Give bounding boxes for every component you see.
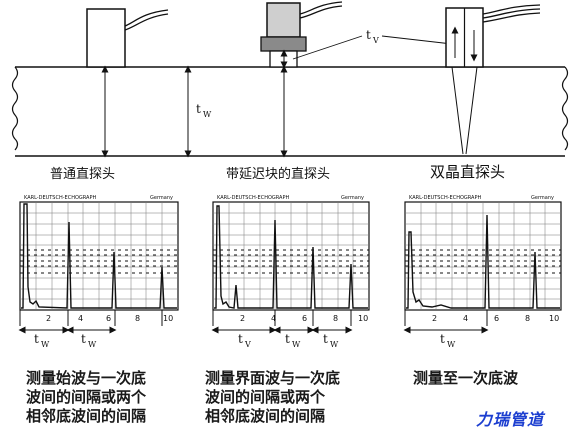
screen-2-tw-2-sub: W: [330, 340, 339, 349]
screen-1-tw-2: t: [81, 332, 86, 346]
caption-2: 测量界面波与一次底 波间的间隔或两个 相邻底波间的间隔: [205, 369, 340, 425]
screen-3-tick-4: 4: [463, 314, 468, 323]
screen-1-tick-2: 2: [46, 314, 51, 323]
screen-3-header-left: KARL-DEUTSCH-ECHOGRAPH: [409, 195, 481, 201]
screen-3: KARL-DEUTSCH-ECHOGRAPH Germany 2 4 6 8 1…: [403, 195, 562, 349]
caption-2-line-2: 波间的间隔或两个: [205, 387, 326, 406]
caption-2-line-1: 测量界面波与一次底: [205, 369, 341, 387]
tw-sub: W: [203, 110, 212, 119]
screen-2-header-right: Germany: [341, 195, 364, 201]
screen-2-tick-2: 2: [240, 314, 245, 323]
screen-1-header-left: KARL-DEUTSCH-ECHOGRAPH: [24, 195, 96, 201]
test-block: [11, 66, 569, 157]
thickness-tw: t W: [184, 65, 212, 158]
screen-2-tv-sub: V: [244, 340, 251, 349]
screen-1-tick-6: 6: [106, 314, 111, 323]
screen-2-header-left: KARL-DEUTSCH-ECHOGRAPH: [217, 195, 289, 201]
screen-3-tw-sub: W: [447, 340, 456, 349]
screen-1-tw-1: t: [34, 332, 39, 346]
caption-3: 测量至一次底波: [413, 369, 518, 388]
screen-3-tw: t: [440, 332, 445, 346]
screen-2: KARL-DEUTSCH-ECHOGRAPH Germany 2 4 6 8 1…: [211, 195, 370, 349]
screen-2-tick-10: 10: [358, 314, 368, 323]
probe-label-normal: 普通直探头: [50, 167, 116, 182]
caption-3-line-1: 测量至一次底波: [413, 369, 519, 387]
screen-1-tick-8: 8: [135, 314, 140, 323]
screen-3-tick-10: 10: [549, 314, 559, 323]
screen-1-tw-2-sub: W: [88, 340, 97, 349]
probe-dual: [445, 4, 541, 155]
screen-3-tick-6: 6: [494, 314, 499, 323]
screen-2-tick-6: 6: [302, 314, 307, 323]
probe-label-dual: 双晶直探头: [430, 163, 506, 181]
caption-1-line-1: 测量始波与一次底: [26, 369, 147, 387]
screen-1-tick-4: 4: [78, 314, 83, 323]
screen-1-tw-1-sub: W: [41, 340, 50, 349]
screen-2-tv: t: [238, 332, 243, 346]
screen-2-tick-4: 4: [271, 314, 276, 323]
caption-1-line-3: 相邻底波间的间隔: [26, 406, 147, 425]
screen-3-header-right: Germany: [531, 195, 554, 201]
screen-3-tick-8: 8: [525, 314, 530, 323]
probe-normal: [86, 8, 169, 158]
screen-2-tick-8: 8: [333, 314, 338, 323]
screen-2-tw-2: t: [323, 332, 328, 346]
screen-2-tw-1: t: [285, 332, 290, 346]
screen-2-tw-1-sub: W: [292, 340, 301, 349]
tv-symbol: t: [366, 28, 371, 42]
tv-sub: V: [372, 36, 379, 45]
tw-symbol: t: [196, 102, 201, 116]
screen-3-tick-2: 2: [432, 314, 437, 323]
screen-1-tick-10: 10: [163, 314, 173, 323]
probe-label-delay: 带延迟块的直探头: [226, 167, 331, 182]
caption-1-line-2: 波间的间隔或两个: [26, 387, 147, 406]
caption-2-line-3: 相邻底波间的间隔: [205, 406, 326, 425]
caption-1: 测量始波与一次底 波间的间隔或两个 相邻底波间的间隔: [26, 369, 146, 425]
brand-logo: 力瑞管道: [476, 410, 545, 429]
probe-delay-line: [260, 1, 343, 158]
tv-label: t V: [292, 28, 453, 60]
screen-1-header-right: Germany: [150, 195, 173, 201]
screen-1: KARL-DEUTSCH-ECHOGRAPH Germany 2 4 6 8 1…: [18, 195, 179, 349]
